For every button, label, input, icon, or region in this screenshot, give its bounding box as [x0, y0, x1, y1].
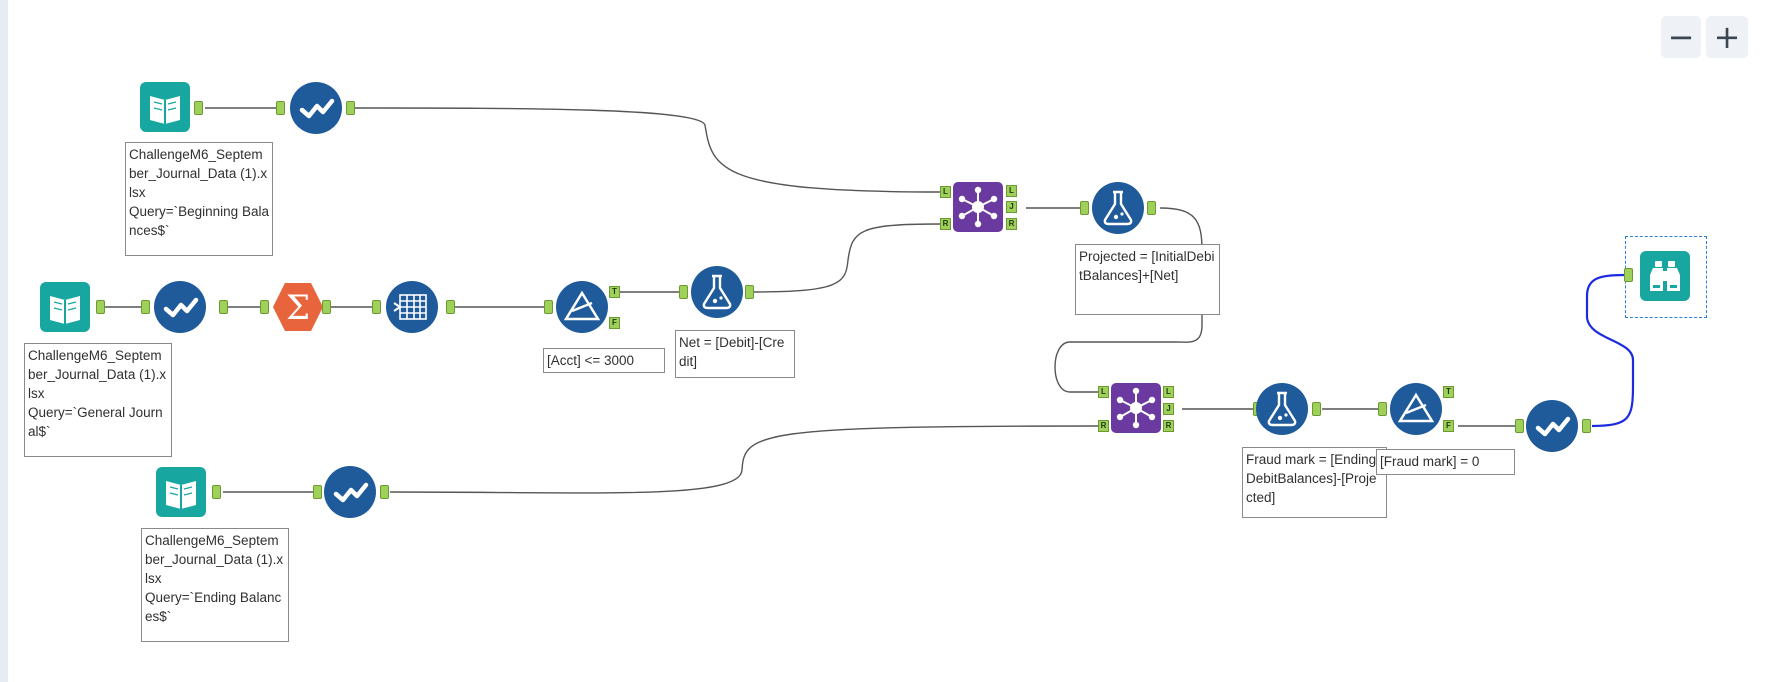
formula3-output-anchor[interactable] — [1312, 402, 1321, 416]
filter-tool-acct[interactable] — [556, 281, 608, 333]
filter1-true-anchor[interactable]: T — [609, 286, 620, 298]
input-tool-general-journal[interactable] — [40, 282, 90, 332]
select2-input-anchor[interactable] — [141, 300, 150, 314]
book-icon — [50, 296, 80, 324]
input3-output-anchor[interactable] — [212, 485, 221, 499]
grid-icon — [393, 294, 427, 320]
annotation-input-beginning: ChallengeM6_September_Journal_Data (1).x… — [125, 142, 273, 256]
annotation-filter-fraud-mark: [Fraud mark] = 0 — [1376, 449, 1515, 475]
formula1-input-anchor[interactable] — [679, 285, 688, 299]
filter2-false-anchor[interactable]: F — [1443, 420, 1454, 432]
join2-right-output-anchor[interactable]: R — [1163, 420, 1174, 432]
browse-tool[interactable] — [1640, 251, 1690, 301]
crosstab-input-anchor[interactable] — [372, 300, 381, 314]
binoculars-icon — [1650, 261, 1680, 291]
wire-select3-join2 — [389, 425, 1099, 494]
flask-icon — [1103, 190, 1133, 226]
input1-output-anchor[interactable] — [194, 101, 203, 115]
annotation-formula-fraud-mark: Fraud mark = [EndingDebitBalances]-[Proj… — [1242, 447, 1387, 518]
summarize-input-anchor[interactable] — [260, 300, 269, 314]
network-icon — [958, 186, 998, 228]
filter-triangle-icon — [1397, 392, 1435, 423]
formula2-input-anchor[interactable] — [1080, 201, 1089, 215]
annotation-formula-net: Net = [Debit]-[Credit] — [675, 330, 795, 378]
network-icon — [1116, 387, 1156, 429]
join2-right-anchor[interactable]: R — [1098, 420, 1109, 432]
book-icon — [150, 96, 180, 124]
annotation-formula-projected: Projected = [InitialDebitBalances]+[Net] — [1075, 244, 1220, 315]
wire-select1-join1 — [354, 107, 941, 193]
formula-tool-net[interactable] — [691, 266, 743, 318]
book-icon — [166, 481, 196, 509]
formula1-output-anchor[interactable] — [745, 285, 754, 299]
crosstab-tool[interactable] — [386, 281, 438, 333]
zoom-in-label: + — [1713, 18, 1741, 56]
formula-tool-fraud-mark[interactable] — [1256, 383, 1308, 435]
zoom-out-label: − — [1667, 18, 1695, 56]
select2-output-anchor[interactable] — [219, 300, 228, 314]
flask-icon — [702, 274, 732, 310]
select4-output-anchor[interactable] — [1582, 419, 1591, 433]
filter2-input-anchor[interactable] — [1378, 402, 1387, 416]
join1-left-output-anchor[interactable]: L — [1006, 185, 1017, 197]
annotation-input-general: ChallengeM6_September_Journal_Data (1).x… — [24, 343, 172, 457]
join2-left-output-anchor[interactable]: L — [1163, 386, 1174, 398]
select-tool-3[interactable] — [324, 466, 376, 518]
browse-input-anchor[interactable] — [1624, 268, 1633, 282]
summarize-tool[interactable]: Σ — [273, 281, 323, 331]
checkmark-icon — [333, 482, 369, 503]
select3-input-anchor[interactable] — [313, 485, 322, 499]
join-tool-2[interactable] — [1111, 383, 1161, 433]
wire-formula1-join1 — [753, 223, 941, 293]
checkmark-icon — [1535, 416, 1571, 437]
flask-icon — [1267, 391, 1297, 427]
canvas-left-border — [0, 0, 8, 682]
join1-right-anchor[interactable]: R — [940, 218, 951, 230]
join1-join-output-anchor[interactable]: J — [1006, 201, 1017, 213]
join1-right-output-anchor[interactable]: R — [1006, 218, 1017, 230]
formula2-output-anchor[interactable] — [1147, 201, 1156, 215]
annotation-input-ending: ChallengeM6_September_Journal_Data (1).x… — [141, 528, 289, 642]
zoom-in-button[interactable]: + — [1706, 16, 1748, 58]
filter-tool-fraud-mark[interactable] — [1390, 383, 1442, 435]
wire-formula2-join2 — [1054, 207, 1203, 393]
select-tool-1[interactable] — [290, 82, 342, 134]
summarize-output-anchor[interactable] — [322, 300, 331, 314]
filter1-input-anchor[interactable] — [544, 300, 553, 314]
formula-tool-projected[interactable] — [1092, 182, 1144, 234]
filter1-false-anchor[interactable]: F — [609, 317, 620, 329]
annotation-filter-acct: [Acct] <= 3000 — [543, 348, 665, 373]
checkmark-icon — [299, 98, 335, 119]
input2-output-anchor[interactable] — [96, 300, 105, 314]
select1-output-anchor[interactable] — [346, 101, 355, 115]
input-tool-beginning-balances[interactable] — [140, 82, 190, 132]
svg-text:Σ: Σ — [286, 288, 310, 328]
crosstab-output-anchor[interactable] — [446, 300, 455, 314]
join2-join-output-anchor[interactable]: J — [1163, 403, 1174, 415]
join2-left-anchor[interactable]: L — [1098, 386, 1109, 398]
zoom-out-button[interactable]: − — [1661, 16, 1701, 58]
select-tool-4[interactable] — [1526, 400, 1578, 452]
sigma-icon: Σ — [273, 283, 323, 331]
select1-input-anchor[interactable] — [276, 101, 285, 115]
select4-input-anchor[interactable] — [1515, 419, 1524, 433]
join-tool-1[interactable] — [953, 182, 1003, 232]
filter-triangle-icon — [563, 290, 601, 321]
input-tool-ending-balances[interactable] — [156, 467, 206, 517]
checkmark-icon — [163, 297, 199, 318]
filter2-true-anchor[interactable]: T — [1443, 386, 1454, 398]
select-tool-2[interactable] — [154, 281, 206, 333]
join1-left-anchor[interactable]: L — [940, 186, 951, 198]
wire-select4-browse — [1585, 273, 1635, 428]
select3-output-anchor[interactable] — [380, 485, 389, 499]
